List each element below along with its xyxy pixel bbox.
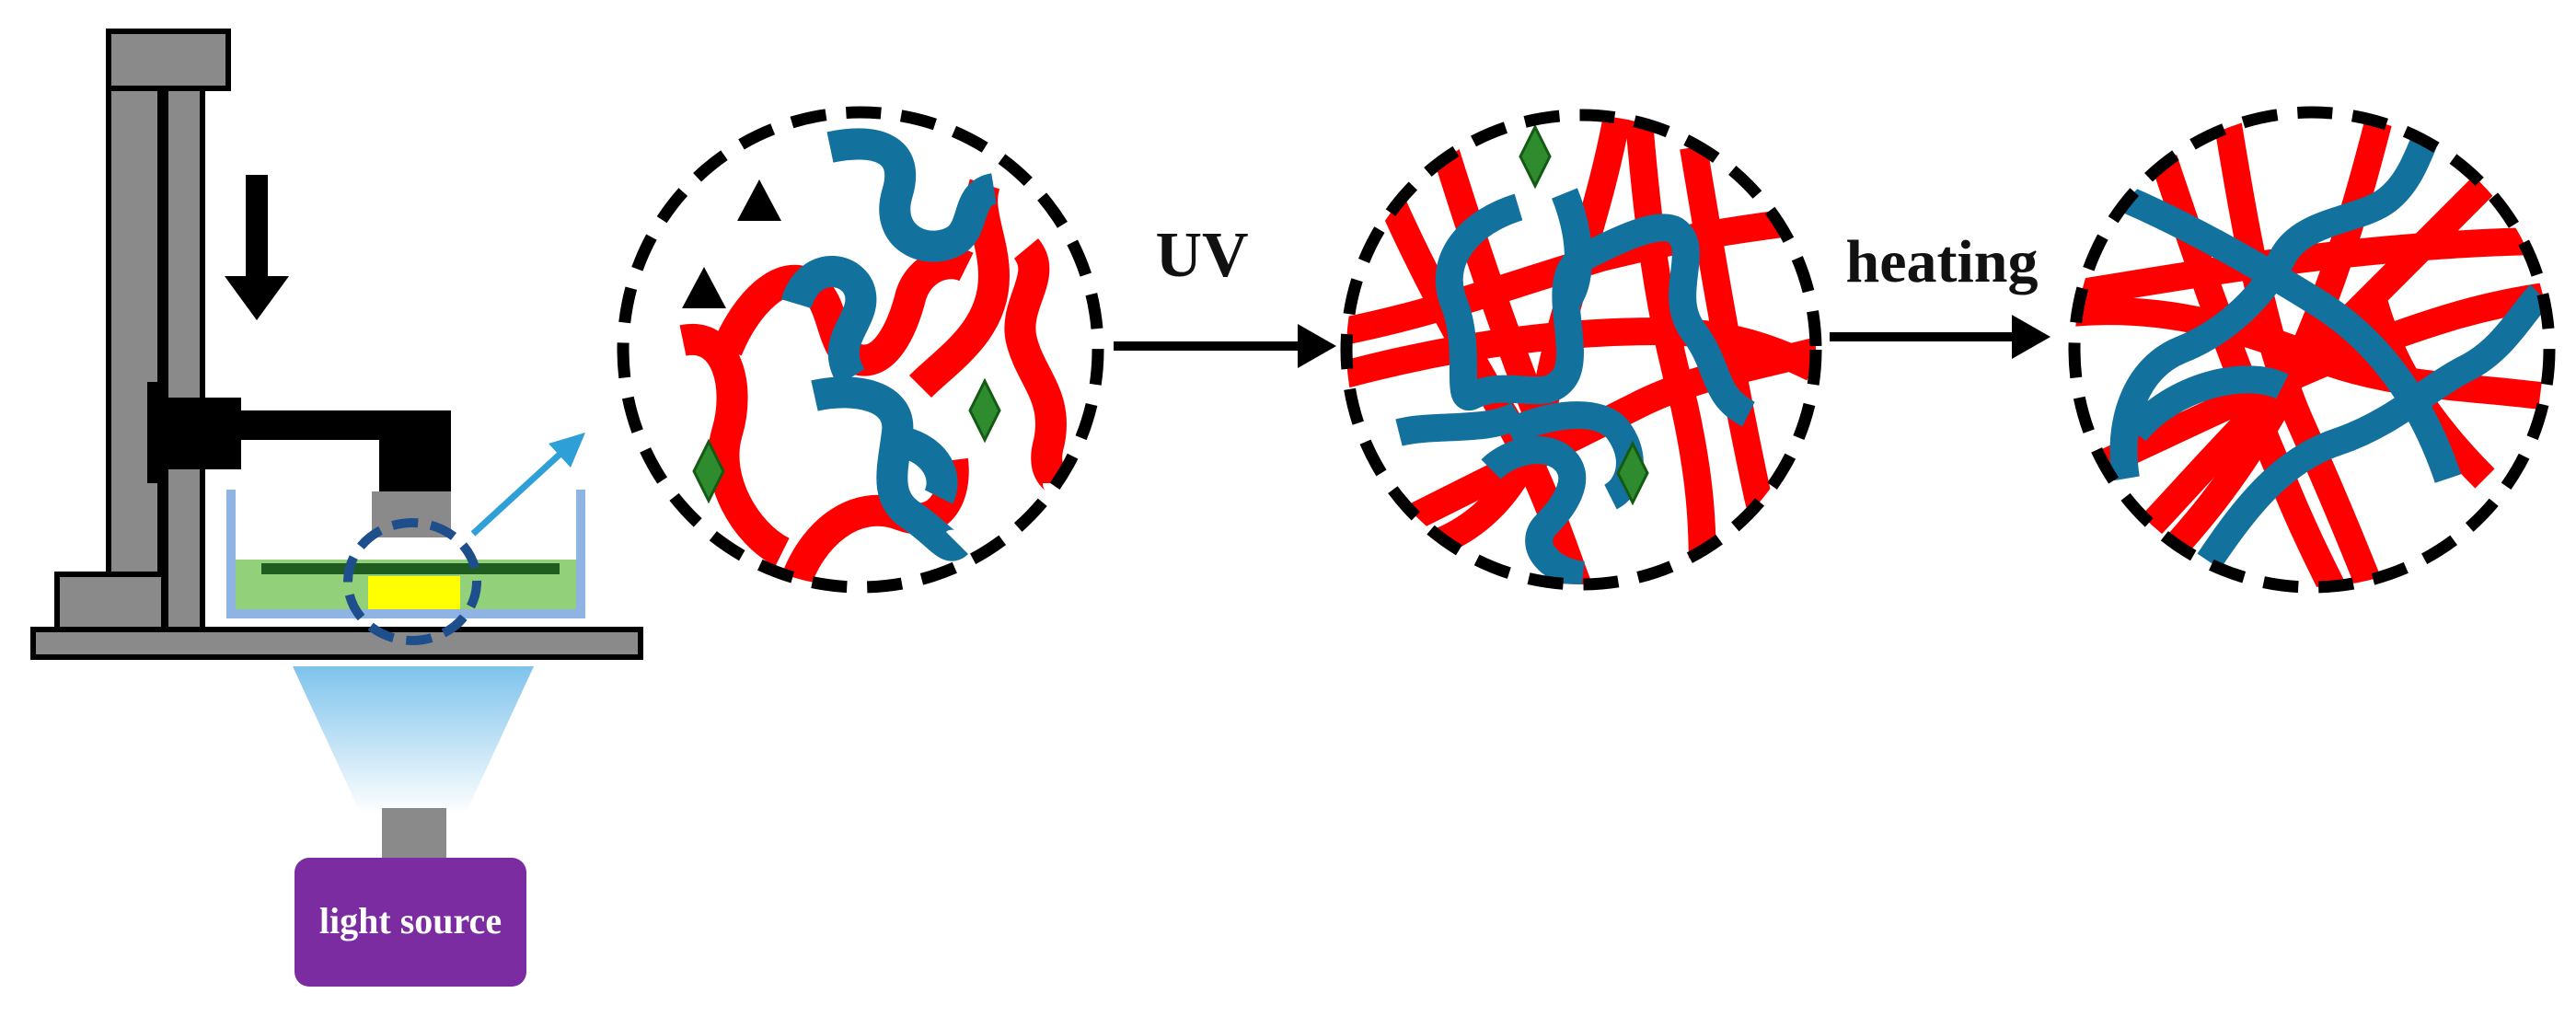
printer-top-cap [106,29,231,91]
stage-heated-circle [2068,106,2556,594]
blue-polymer-chains [780,128,999,561]
zoom-region-circle [343,518,481,645]
light-source-box [295,858,526,987]
stage-uv-cured-circle [1340,109,1822,591]
heating-arrow [1830,315,2050,359]
uv-label: UV [1155,220,1248,291]
printer-base-plate [30,627,643,660]
diamond-icon [692,377,1001,504]
build-arm [147,382,451,491]
blue-polymer-chains [2084,122,2549,570]
lamp-neck [382,808,446,860]
dashed-border [1340,109,1822,591]
stage-resin-circle [617,106,1104,594]
uv-arrow [1114,324,1336,368]
dlp-printer: light source [30,29,643,987]
cured-layer [368,576,460,609]
printer-column-right [163,86,205,634]
zoom-arrow [470,433,585,537]
printer-foot [54,572,167,632]
dashed-border [617,106,1104,594]
light-beam [293,666,534,814]
arrow-down-icon [225,175,289,320]
diamond-icon [1519,123,1649,506]
triangle-icon [682,179,781,308]
light-source-label: light source [319,900,502,941]
printer-column-left [106,86,163,634]
dashed-border [2068,106,2556,594]
heating-label: heating [1845,228,2038,295]
build-platform-bar [261,563,560,574]
